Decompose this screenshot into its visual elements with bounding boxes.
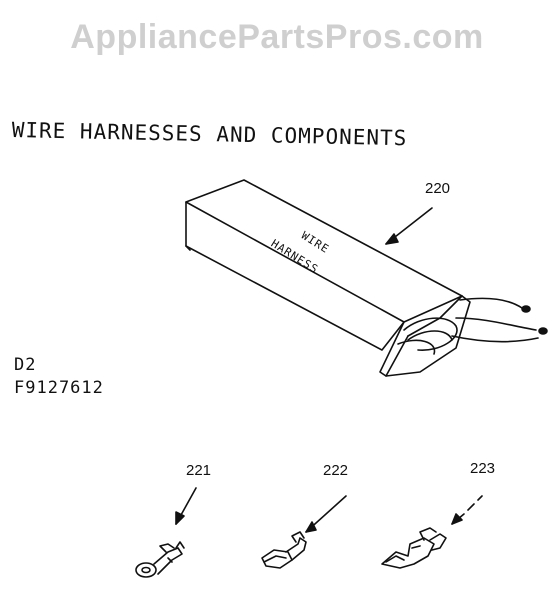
- callout-222: 222: [323, 462, 349, 479]
- part-number: F9127612: [14, 378, 104, 398]
- callout-arrow-221: [175, 487, 197, 525]
- callout-arrow-223: [451, 495, 483, 525]
- callout-arrow-222: [305, 495, 347, 533]
- diagram-code: D2: [14, 355, 37, 375]
- spade-terminal-222: [261, 531, 307, 569]
- callout-arrow-220: [385, 207, 433, 245]
- slide-terminal-223: [381, 527, 447, 569]
- wire-harness-box: [185, 179, 548, 377]
- callout-221: 221: [186, 462, 212, 479]
- watermark-logo: AppliancePartsPros.com: [70, 18, 484, 56]
- callout-220: 220: [425, 180, 451, 197]
- callout-223: 223: [470, 460, 496, 477]
- ring-terminal-221: [135, 541, 185, 578]
